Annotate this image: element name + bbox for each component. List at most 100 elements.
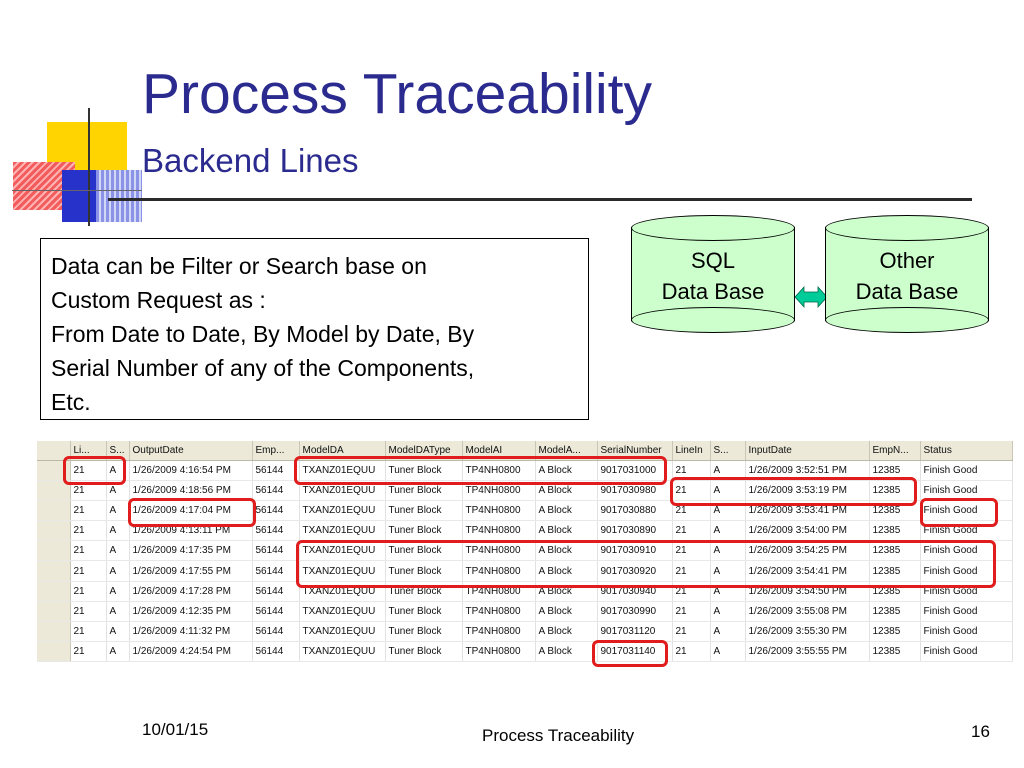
row-header[interactable] <box>37 480 71 501</box>
table-cell: 1/26/2009 4:16:54 PM <box>129 460 253 481</box>
column-header[interactable]: S... <box>710 441 746 461</box>
table-cell: Finish Good <box>920 500 1013 522</box>
footer-title: Process Traceability <box>482 726 635 745</box>
row-header[interactable] <box>37 460 71 481</box>
column-header[interactable]: Status <box>920 441 1013 461</box>
table-cell: 21 <box>70 500 107 522</box>
slide-subtitle: Backend Lines <box>142 142 359 179</box>
row-header[interactable] <box>37 520 71 542</box>
row-header[interactable] <box>37 581 71 602</box>
table-cell: Tuner Block <box>385 560 463 582</box>
table-cell: 9017031120 <box>597 621 673 643</box>
table-cell: 9017031000 <box>597 460 673 481</box>
table-cell: A Block <box>535 601 598 623</box>
row-header-corner <box>37 441 71 461</box>
page-number: 16 <box>971 722 990 741</box>
column-header[interactable]: LineIn <box>672 441 711 461</box>
table-cell: A <box>710 621 746 643</box>
table-cell: TP4NH0800 <box>462 520 536 542</box>
column-header[interactable]: Li... <box>70 441 107 461</box>
table-cell: 9017031140 <box>597 641 673 663</box>
footer-date: 10/01/15 <box>142 720 209 739</box>
database-label: SQL <box>690 248 736 273</box>
table-cell: A <box>106 560 130 582</box>
table-cell: 21 <box>70 540 107 562</box>
column-header[interactable]: ModelAI <box>462 441 536 461</box>
column-header[interactable]: ModelA... <box>535 441 598 461</box>
table-cell: A <box>106 621 130 643</box>
table-cell: A <box>106 601 130 623</box>
column-header[interactable]: EmpN... <box>869 441 921 461</box>
table-cell: Finish Good <box>920 621 1013 643</box>
table-cell: Tuner Block <box>385 480 463 501</box>
sql-database-cylinder: SQL Data Base <box>631 215 795 333</box>
row-header[interactable] <box>37 540 71 562</box>
table-cell: 12385 <box>869 560 921 582</box>
column-header[interactable]: InputDate <box>745 441 870 461</box>
row-header[interactable] <box>37 560 71 582</box>
highlight-output-date <box>128 498 256 527</box>
table-cell: A <box>710 601 746 623</box>
table-cell: 21 <box>70 601 107 623</box>
table-cell: 12385 <box>869 641 921 663</box>
table-cell: Tuner Block <box>385 641 463 663</box>
table-cell: A <box>710 560 746 582</box>
table-cell: A <box>106 641 130 663</box>
table-cell: A Block <box>535 460 598 481</box>
table-cell: Tuner Block <box>385 500 463 522</box>
row-header[interactable] <box>37 500 71 522</box>
table-cell: TP4NH0800 <box>462 460 536 481</box>
table-cell: 1/26/2009 3:54:25 PM <box>745 540 870 562</box>
highlight-line-station <box>63 456 126 485</box>
table-cell: A Block <box>535 520 598 542</box>
table-cell: TXANZ01EQUU <box>299 560 386 582</box>
table-cell: 1/26/2009 4:12:35 PM <box>129 601 253 623</box>
table-cell: TXANZ01EQUU <box>299 601 386 623</box>
table-cell: TP4NH0800 <box>462 641 536 663</box>
table-cell: 1/26/2009 4:11:32 PM <box>129 621 253 643</box>
table-cell: 1/26/2009 3:54:41 PM <box>745 560 870 582</box>
table-cell: TP4NH0800 <box>462 540 536 562</box>
table-cell: 21 <box>70 560 107 582</box>
table-cell: TXANZ01EQUU <box>299 641 386 663</box>
table-cell: TP4NH0800 <box>462 601 536 623</box>
table-cell: TP4NH0800 <box>462 480 536 501</box>
table-cell: A Block <box>535 540 598 562</box>
table-cell: 12385 <box>869 480 921 501</box>
table-cell: 12385 <box>869 520 921 542</box>
highlight-serial-number <box>592 640 668 667</box>
table-cell: 9017030910 <box>597 540 673 562</box>
column-header[interactable]: Emp... <box>252 441 300 461</box>
table-cell: 12385 <box>869 540 921 562</box>
double-arrow-icon <box>795 285 827 309</box>
table-cell: TXANZ01EQUU <box>299 500 386 522</box>
table-cell: 21 <box>672 560 711 582</box>
table-cell: Finish Good <box>920 641 1013 663</box>
decorative-vertical-line <box>88 108 90 226</box>
table-cell: 9017030990 <box>597 601 673 623</box>
description-textbox: Data can be Filter or Search base on Cus… <box>40 238 589 420</box>
column-header[interactable]: OutputDate <box>129 441 253 461</box>
table-cell: 1/26/2009 4:17:04 PM <box>129 500 253 522</box>
table-cell: 1/26/2009 3:55:30 PM <box>745 621 870 643</box>
table-cell: TXANZ01EQUU <box>299 621 386 643</box>
table-cell: 21 <box>672 601 711 623</box>
table-cell: 12385 <box>869 601 921 623</box>
row-header[interactable] <box>37 601 71 623</box>
highlight-model-row1 <box>294 456 667 485</box>
row-header[interactable] <box>37 641 71 663</box>
column-header[interactable]: ModelDA <box>299 441 386 461</box>
column-header[interactable]: SerialNumber <box>597 441 673 461</box>
column-header[interactable]: S... <box>106 441 130 461</box>
row-header[interactable] <box>37 621 71 643</box>
highlight-model-rows <box>296 540 996 588</box>
table-cell: 21 <box>672 520 711 542</box>
column-header[interactable]: ModelDAType <box>385 441 463 461</box>
